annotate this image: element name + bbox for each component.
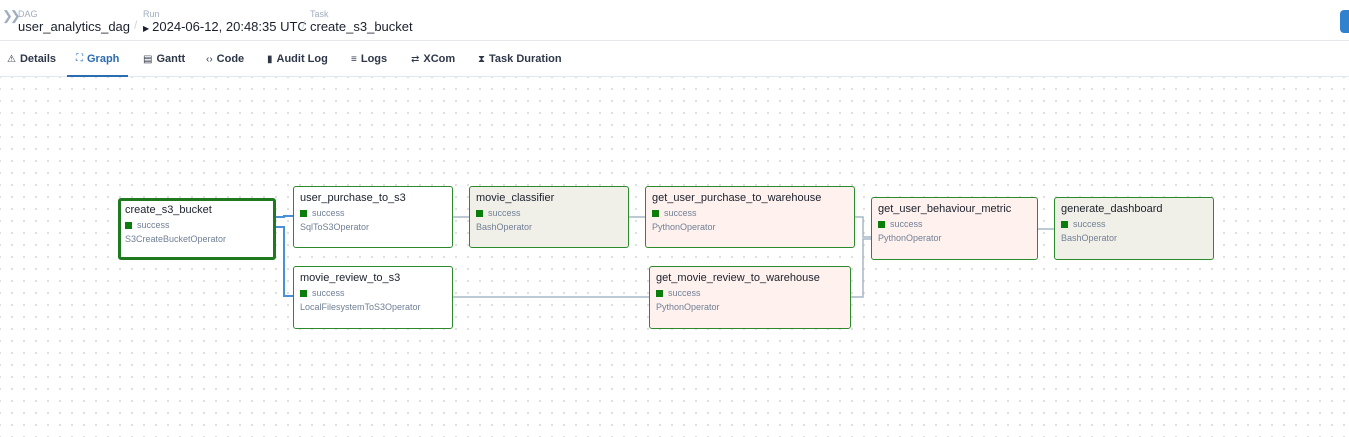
breadcrumb-separator: / bbox=[302, 18, 306, 32]
breadcrumb-dag-value[interactable]: user_analytics_dag bbox=[18, 19, 131, 34]
task-state: success bbox=[664, 208, 697, 218]
status-square-icon bbox=[1061, 221, 1068, 228]
breadcrumb-task-value[interactable]: create_s3_bucket bbox=[310, 19, 413, 34]
tab-details[interactable]: ⚠Details bbox=[7, 53, 57, 65]
task-node-movie-classifier[interactable]: movie_classifier success BashOperator bbox=[469, 186, 629, 248]
breadcrumb-task-label: Task bbox=[310, 9, 329, 19]
task-node-user-purchase-to-s3[interactable]: user_purchase_to_s3 success SqlToS3Opera… bbox=[293, 186, 453, 248]
breadcrumb-task[interactable]: Task create_s3_bucket bbox=[310, 9, 413, 35]
task-state: success bbox=[668, 288, 701, 298]
task-name: user_purchase_to_s3 bbox=[300, 192, 406, 204]
status-square-icon bbox=[652, 210, 659, 217]
breadcrumb: ❯❯ DAG user_analytics_dag / Run ▶2024-06… bbox=[0, 0, 1349, 41]
breadcrumb-dag-label: DAG bbox=[18, 9, 38, 19]
task-node-get-user-behaviour-metric[interactable]: get_user_behaviour_metric success Python… bbox=[871, 197, 1038, 260]
task-name: create_s3_bucket bbox=[125, 204, 212, 216]
edge-create-to-purchase bbox=[275, 215, 294, 218]
task-operator: BashOperator bbox=[1061, 233, 1118, 243]
task-node-movie-review-to-s3[interactable]: movie_review_to_s3 success LocalFilesyst… bbox=[293, 266, 453, 329]
status-square-icon bbox=[878, 221, 885, 228]
task-state: success bbox=[890, 219, 923, 229]
breadcrumb-run-label: Run bbox=[143, 9, 160, 19]
task-node-get-user-purchase-to-warehouse[interactable]: get_user_purchase_to_warehouse success P… bbox=[645, 186, 855, 248]
dag-graph-canvas[interactable]: create_s3_bucket success S3CreateBucketO… bbox=[0, 77, 1349, 437]
tab-xcom[interactable]: ⇄XCom bbox=[411, 53, 456, 65]
task-state: success bbox=[312, 208, 345, 218]
task-state: success bbox=[1073, 219, 1106, 229]
task-name: get_user_purchase_to_warehouse bbox=[652, 192, 822, 204]
breadcrumb-separator: / bbox=[134, 18, 138, 32]
list-icon: ≡ bbox=[351, 53, 357, 65]
edge-create-to-review bbox=[275, 226, 294, 297]
task-state: success bbox=[137, 220, 170, 230]
task-operator: PythonOperator bbox=[878, 233, 942, 243]
arrows-icon: ⇄ bbox=[411, 53, 420, 65]
task-operator: SqlToS3Operator bbox=[300, 222, 370, 232]
task-operator: S3CreateBucketOperator bbox=[125, 234, 227, 244]
play-icon: ▶ bbox=[143, 24, 150, 33]
side-panel-toggle[interactable] bbox=[1340, 10, 1349, 33]
task-state: success bbox=[488, 208, 521, 218]
tab-logs[interactable]: ≡Logs bbox=[351, 53, 388, 65]
task-name: get_movie_review_to_warehouse bbox=[656, 272, 820, 284]
code-icon: ‹› bbox=[206, 53, 213, 65]
task-operator: PythonOperator bbox=[656, 302, 720, 312]
graph-icon: ⛶ bbox=[76, 53, 83, 64]
warning-icon: ⚠ bbox=[7, 53, 16, 65]
edge-review-warehouse-to-metric bbox=[850, 238, 872, 298]
task-operator: LocalFilesystemToS3Operator bbox=[300, 302, 421, 312]
file-icon: ▮ bbox=[267, 53, 273, 65]
status-square-icon bbox=[300, 210, 307, 217]
tab-graph[interactable]: ⛶Graph bbox=[67, 42, 129, 77]
status-square-icon bbox=[300, 290, 307, 297]
tab-audit-log[interactable]: ▮Audit Log bbox=[267, 53, 328, 65]
hourglass-icon: ⧗ bbox=[478, 53, 486, 65]
graph-edges bbox=[275, 215, 1055, 298]
status-square-icon bbox=[656, 290, 663, 297]
tab-bar: ⚠Details ⛶Graph ▤Gantt ‹›Code ▮Audit Log… bbox=[0, 42, 1349, 77]
task-node-generate-dashboard[interactable]: generate_dashboard success BashOperator bbox=[1054, 197, 1214, 260]
task-operator: PythonOperator bbox=[652, 222, 716, 232]
task-name: generate_dashboard bbox=[1061, 203, 1163, 215]
breadcrumb-run-value[interactable]: 2024-06-12, 20:48:35 UTC bbox=[152, 19, 307, 34]
task-node-create-s3-bucket[interactable]: create_s3_bucket success S3CreateBucketO… bbox=[118, 198, 276, 260]
tab-task-duration[interactable]: ⧗Task Duration bbox=[478, 53, 562, 65]
edge-purchase-warehouse-to-metric bbox=[854, 216, 872, 238]
tab-gantt[interactable]: ▤Gantt bbox=[143, 53, 186, 65]
task-name: get_user_behaviour_metric bbox=[878, 203, 1012, 215]
breadcrumb-dag[interactable]: DAG user_analytics_dag bbox=[18, 9, 130, 35]
chevrons-right-icon[interactable]: ❯❯ bbox=[2, 8, 21, 23]
tab-code[interactable]: ‹›Code bbox=[206, 53, 245, 65]
gantt-icon: ▤ bbox=[143, 53, 153, 65]
task-name: movie_classifier bbox=[476, 192, 555, 204]
status-square-icon bbox=[476, 210, 483, 217]
status-square-icon bbox=[125, 222, 132, 229]
task-node-get-movie-review-to-warehouse[interactable]: get_movie_review_to_warehouse success Py… bbox=[649, 266, 851, 329]
task-operator: BashOperator bbox=[476, 222, 533, 232]
breadcrumb-run[interactable]: Run ▶2024-06-12, 20:48:35 UTC bbox=[143, 9, 307, 37]
task-name: movie_review_to_s3 bbox=[300, 272, 401, 284]
task-state: success bbox=[312, 288, 345, 298]
